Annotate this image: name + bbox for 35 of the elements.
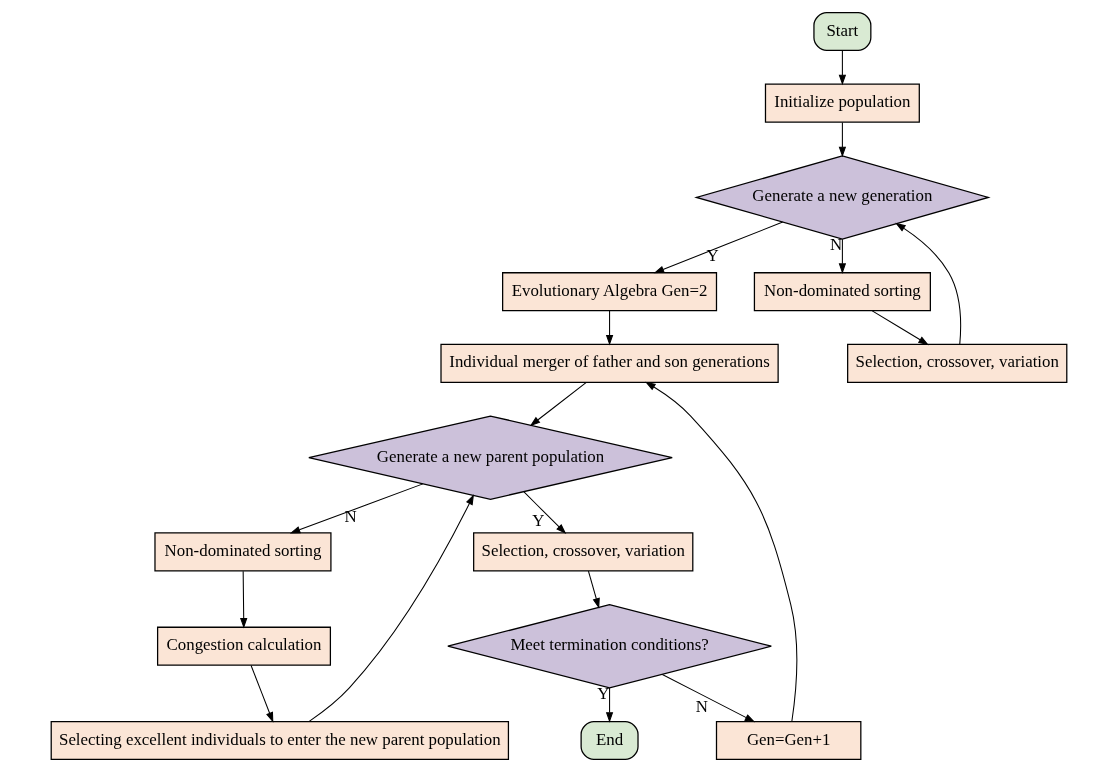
arrow: [250, 664, 274, 723]
arrow: [645, 381, 798, 722]
arrow: [653, 221, 784, 274]
edge-label: Y: [532, 511, 545, 531]
edge-label: N: [695, 696, 709, 716]
arrow: [587, 570, 600, 609]
arrow: [289, 483, 424, 534]
node-box: Selection, crossover, variation: [473, 532, 694, 572]
arrow: [838, 238, 847, 274]
node-box: Initialize population: [764, 83, 920, 123]
node-box: Gen=Gen+1: [715, 720, 862, 761]
arrow: [871, 310, 929, 346]
node-box: Selecting excellent individuals to enter the new parent population: [50, 720, 510, 761]
node-box: Non-dominated sorting: [753, 272, 931, 312]
node-box: Congestion calculation: [157, 626, 331, 666]
arrow: [605, 310, 614, 346]
arrow: [838, 50, 847, 86]
node-box: Selection, crossover, variation: [847, 343, 1068, 383]
edge-label: Y: [706, 245, 719, 265]
arrow: [308, 494, 474, 722]
arrow: [838, 121, 847, 158]
node-box: Start: [813, 11, 872, 52]
node-box: End: [580, 720, 639, 761]
arrow: [605, 687, 614, 723]
node-diamond: Generate a new generation: [694, 155, 991, 240]
node-box: Evolutionary Algebra Gen=2: [502, 272, 718, 312]
arrow: [661, 673, 756, 723]
node-diamond: Meet termination conditions?: [447, 603, 772, 689]
arrow: [240, 570, 248, 629]
edge-label: N: [344, 506, 357, 526]
arrow: [895, 222, 962, 345]
arrow: [529, 381, 587, 427]
node-box: Individual merger of father and son generations: [440, 343, 779, 383]
arrow: [523, 491, 567, 535]
node-box: Non-dominated sorting: [154, 532, 332, 572]
